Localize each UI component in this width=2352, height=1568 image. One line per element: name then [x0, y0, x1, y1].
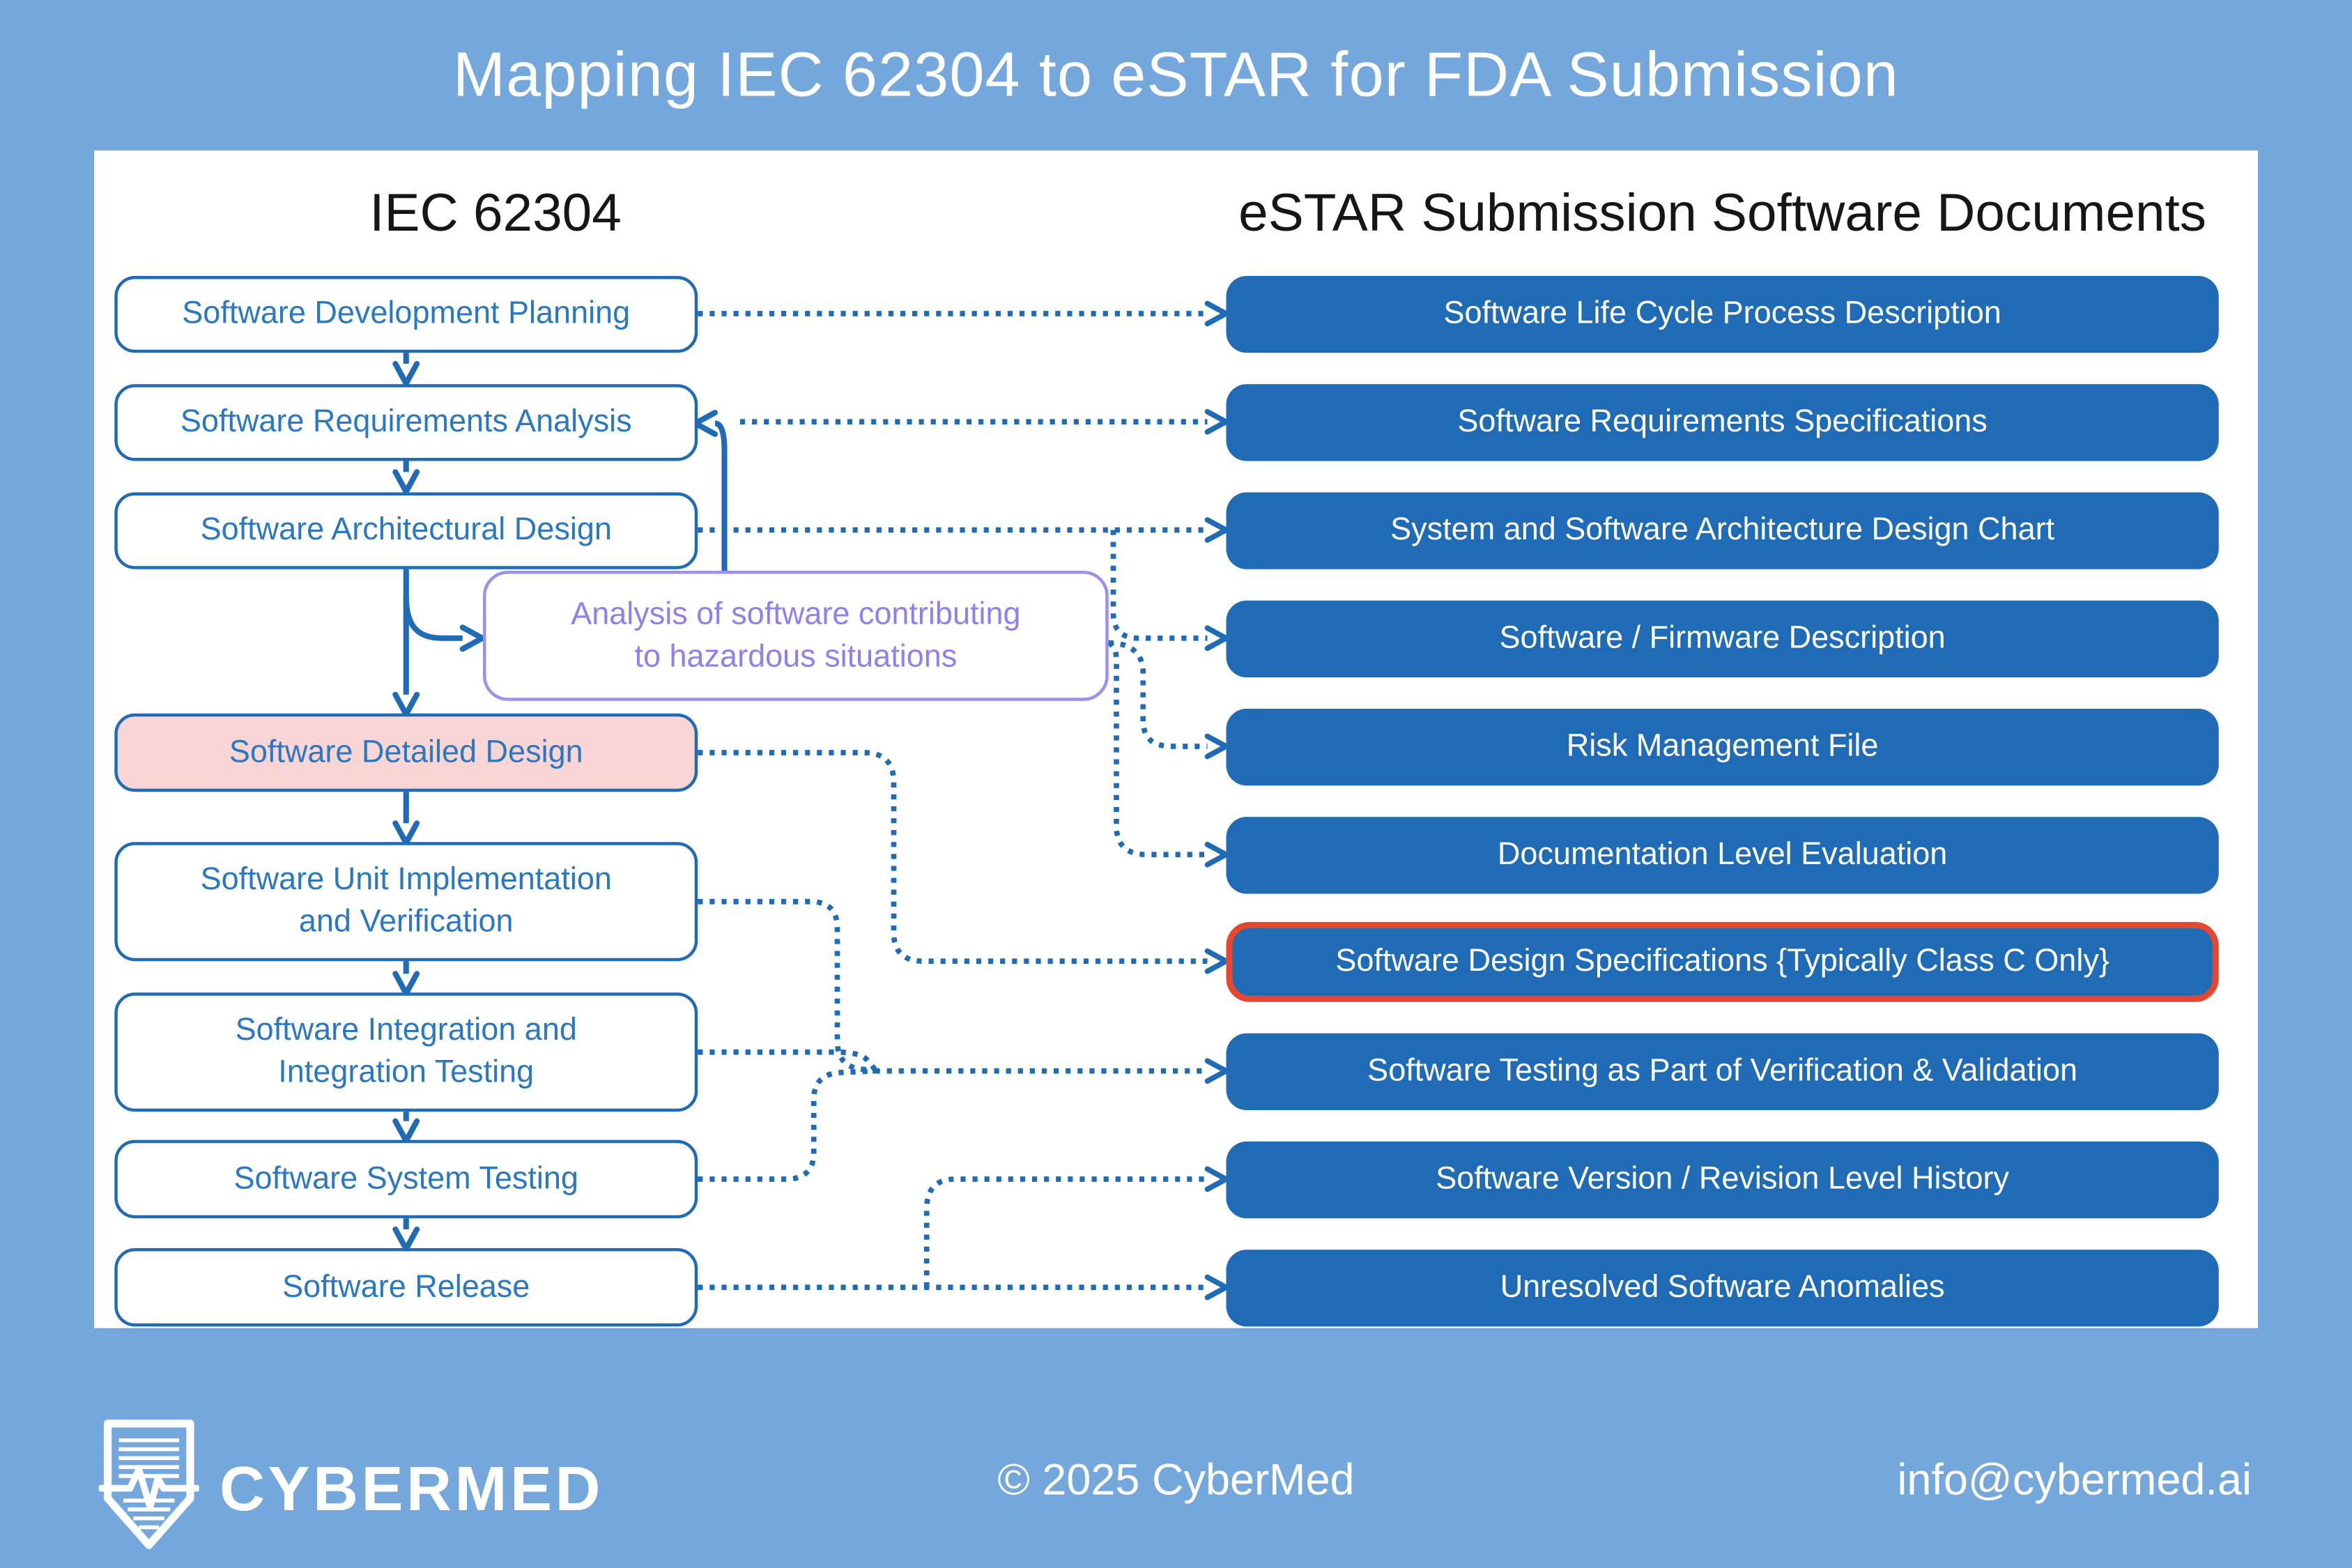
page-title: Mapping IEC 62304 to eSTAR for FDA Submi… — [453, 40, 1899, 110]
map-architecture-to-firmware-description — [1110, 530, 1229, 652]
estar-box-documentation-level-evaluation: Documentation Level Evaluation — [1226, 816, 2219, 893]
map-integration-to-merge — [698, 1049, 877, 1071]
cybermed-shield-logo-icon — [98, 1420, 199, 1549]
estar-box-design-specifications: Software Design Specifications {Typicall… — [1226, 921, 2219, 1001]
map-hazard-analysis-to-documentation-level — [1107, 640, 1229, 868]
estar-box-lifecycle-process-description: Software Life Cycle Process Description — [1226, 275, 2219, 353]
iec-box-software-development-planning: Software Development Planning — [114, 275, 698, 353]
map-release-to-version-history — [923, 1166, 1229, 1288]
iec-box-software-requirements-analysis: Software Requirements Analysis — [114, 383, 698, 461]
map-hazard-analysis-to-risk-management — [1108, 640, 1229, 760]
iec-box-software-system-testing: Software System Testing — [114, 1139, 698, 1219]
iec-box-software-detailed-design: Software Detailed Design — [114, 713, 698, 792]
map-unit-implementation-to-merge — [698, 898, 876, 1074]
estar-box-architecture-design-chart: System and Software Architecture Design … — [1226, 491, 2219, 569]
map-system-testing-to-merge — [698, 1068, 875, 1182]
estar-box-risk-management-file: Risk Management File — [1226, 707, 2219, 785]
estar-box-testing-verification-validation: Software Testing as Part of Verification… — [1226, 1032, 2219, 1109]
copyright-text: © 2025 CyberMed — [997, 1455, 1355, 1504]
iec-box-software-release: Software Release — [114, 1248, 698, 1327]
brand-name: CYBERMED — [220, 1455, 604, 1524]
arrow-architecture-to-hazard-analysis — [403, 595, 486, 652]
estar-box-firmware-description: Software / Firmware Description — [1226, 599, 2219, 677]
iec-box-software-architectural-design: Software Architectural Design — [114, 491, 698, 569]
right-column-header: eSTAR Submission Software Documents — [1238, 183, 2207, 243]
estar-box-unresolved-anomalies: Unresolved Software Anomalies — [1226, 1249, 2219, 1326]
estar-box-version-revision-history: Software Version / Revision Level Histor… — [1226, 1140, 2219, 1218]
contact-email: info@cybermed.ai — [1897, 1455, 2252, 1504]
arrow-hazard-analysis-to-requirements — [692, 410, 728, 571]
estar-box-requirements-specifications: Software Requirements Specifications — [1226, 383, 2219, 461]
left-column-header: IEC 62304 — [369, 183, 622, 243]
map-detailed-design-to-design-specifications — [698, 750, 1229, 974]
